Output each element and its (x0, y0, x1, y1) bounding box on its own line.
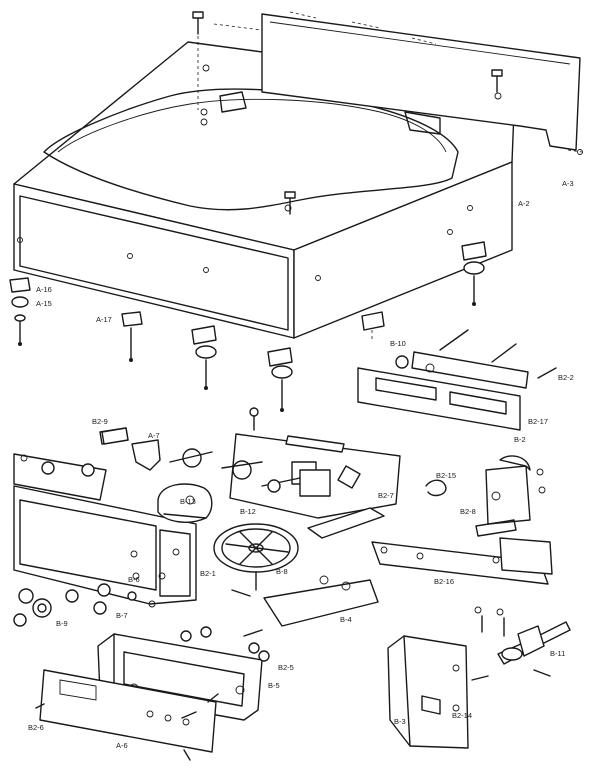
label-b27: B2-7 (378, 491, 394, 500)
small-parts (101, 427, 505, 681)
label-b2: B-2 (514, 435, 526, 444)
clip-b215 (425, 479, 447, 497)
switch-bracket-b2 (357, 329, 557, 431)
label-b3: B-3 (394, 717, 406, 726)
foot-left (9, 277, 31, 346)
bracket-b3 (387, 635, 469, 749)
transformer-b28 (475, 455, 546, 537)
plates-b4-b27 (263, 507, 553, 627)
shaft-b11 (497, 621, 571, 677)
label-b22: B2-2 (558, 373, 574, 382)
label-b26: B2-6 (28, 723, 44, 732)
label-b8: B-8 (276, 567, 288, 576)
foot-a17 (121, 311, 143, 362)
label-b25: B2-5 (278, 663, 294, 672)
label-a16: A-16 (36, 285, 52, 294)
motor-b13 (157, 483, 213, 523)
label-a17: A-17 (96, 315, 112, 324)
label-b216: B2-16 (434, 577, 454, 586)
front-panel-a6 (35, 669, 219, 761)
label-a7: A-7 (148, 431, 160, 440)
part-labels: A-3 A-2 A-16 A-15 A-17 B-10 B2-2 B2-17 B… (28, 179, 574, 750)
foot-right (461, 241, 487, 306)
label-b12: B-12 (240, 507, 256, 516)
label-b9: B-9 (56, 619, 68, 628)
label-a2: A-2 (518, 199, 530, 208)
knobs-b9-b7 (13, 583, 137, 627)
label-b5: B-5 (268, 681, 280, 690)
flywheel-b8 (213, 523, 299, 591)
cabinet-assembly (13, 11, 583, 339)
foot-front (267, 347, 293, 412)
label-a3: A-3 (562, 179, 574, 188)
label-b29: B2-9 (92, 417, 108, 426)
feet-assemblies (9, 241, 487, 412)
foot-center (191, 325, 217, 390)
label-b4: B-4 (340, 615, 352, 624)
label-b6: B-6 (128, 575, 140, 584)
label-a15: A-15 (36, 299, 52, 308)
foot-mid (361, 311, 385, 340)
label-a6: A-6 (116, 741, 128, 750)
label-b7: B-7 (116, 611, 128, 620)
label-b21: B2-1 (200, 569, 216, 578)
label-b214: B2-14 (452, 711, 472, 720)
label-b217: B2-17 (528, 417, 548, 426)
label-b13: B-13 (180, 497, 196, 506)
label-b10: B-10 (390, 339, 406, 348)
circuit-board-b12 (99, 407, 401, 519)
left-chassis-frame (13, 453, 197, 608)
label-b11: B-11 (550, 649, 565, 658)
label-b28: B2-8 (460, 507, 476, 516)
label-b215: B2-15 (436, 471, 456, 480)
